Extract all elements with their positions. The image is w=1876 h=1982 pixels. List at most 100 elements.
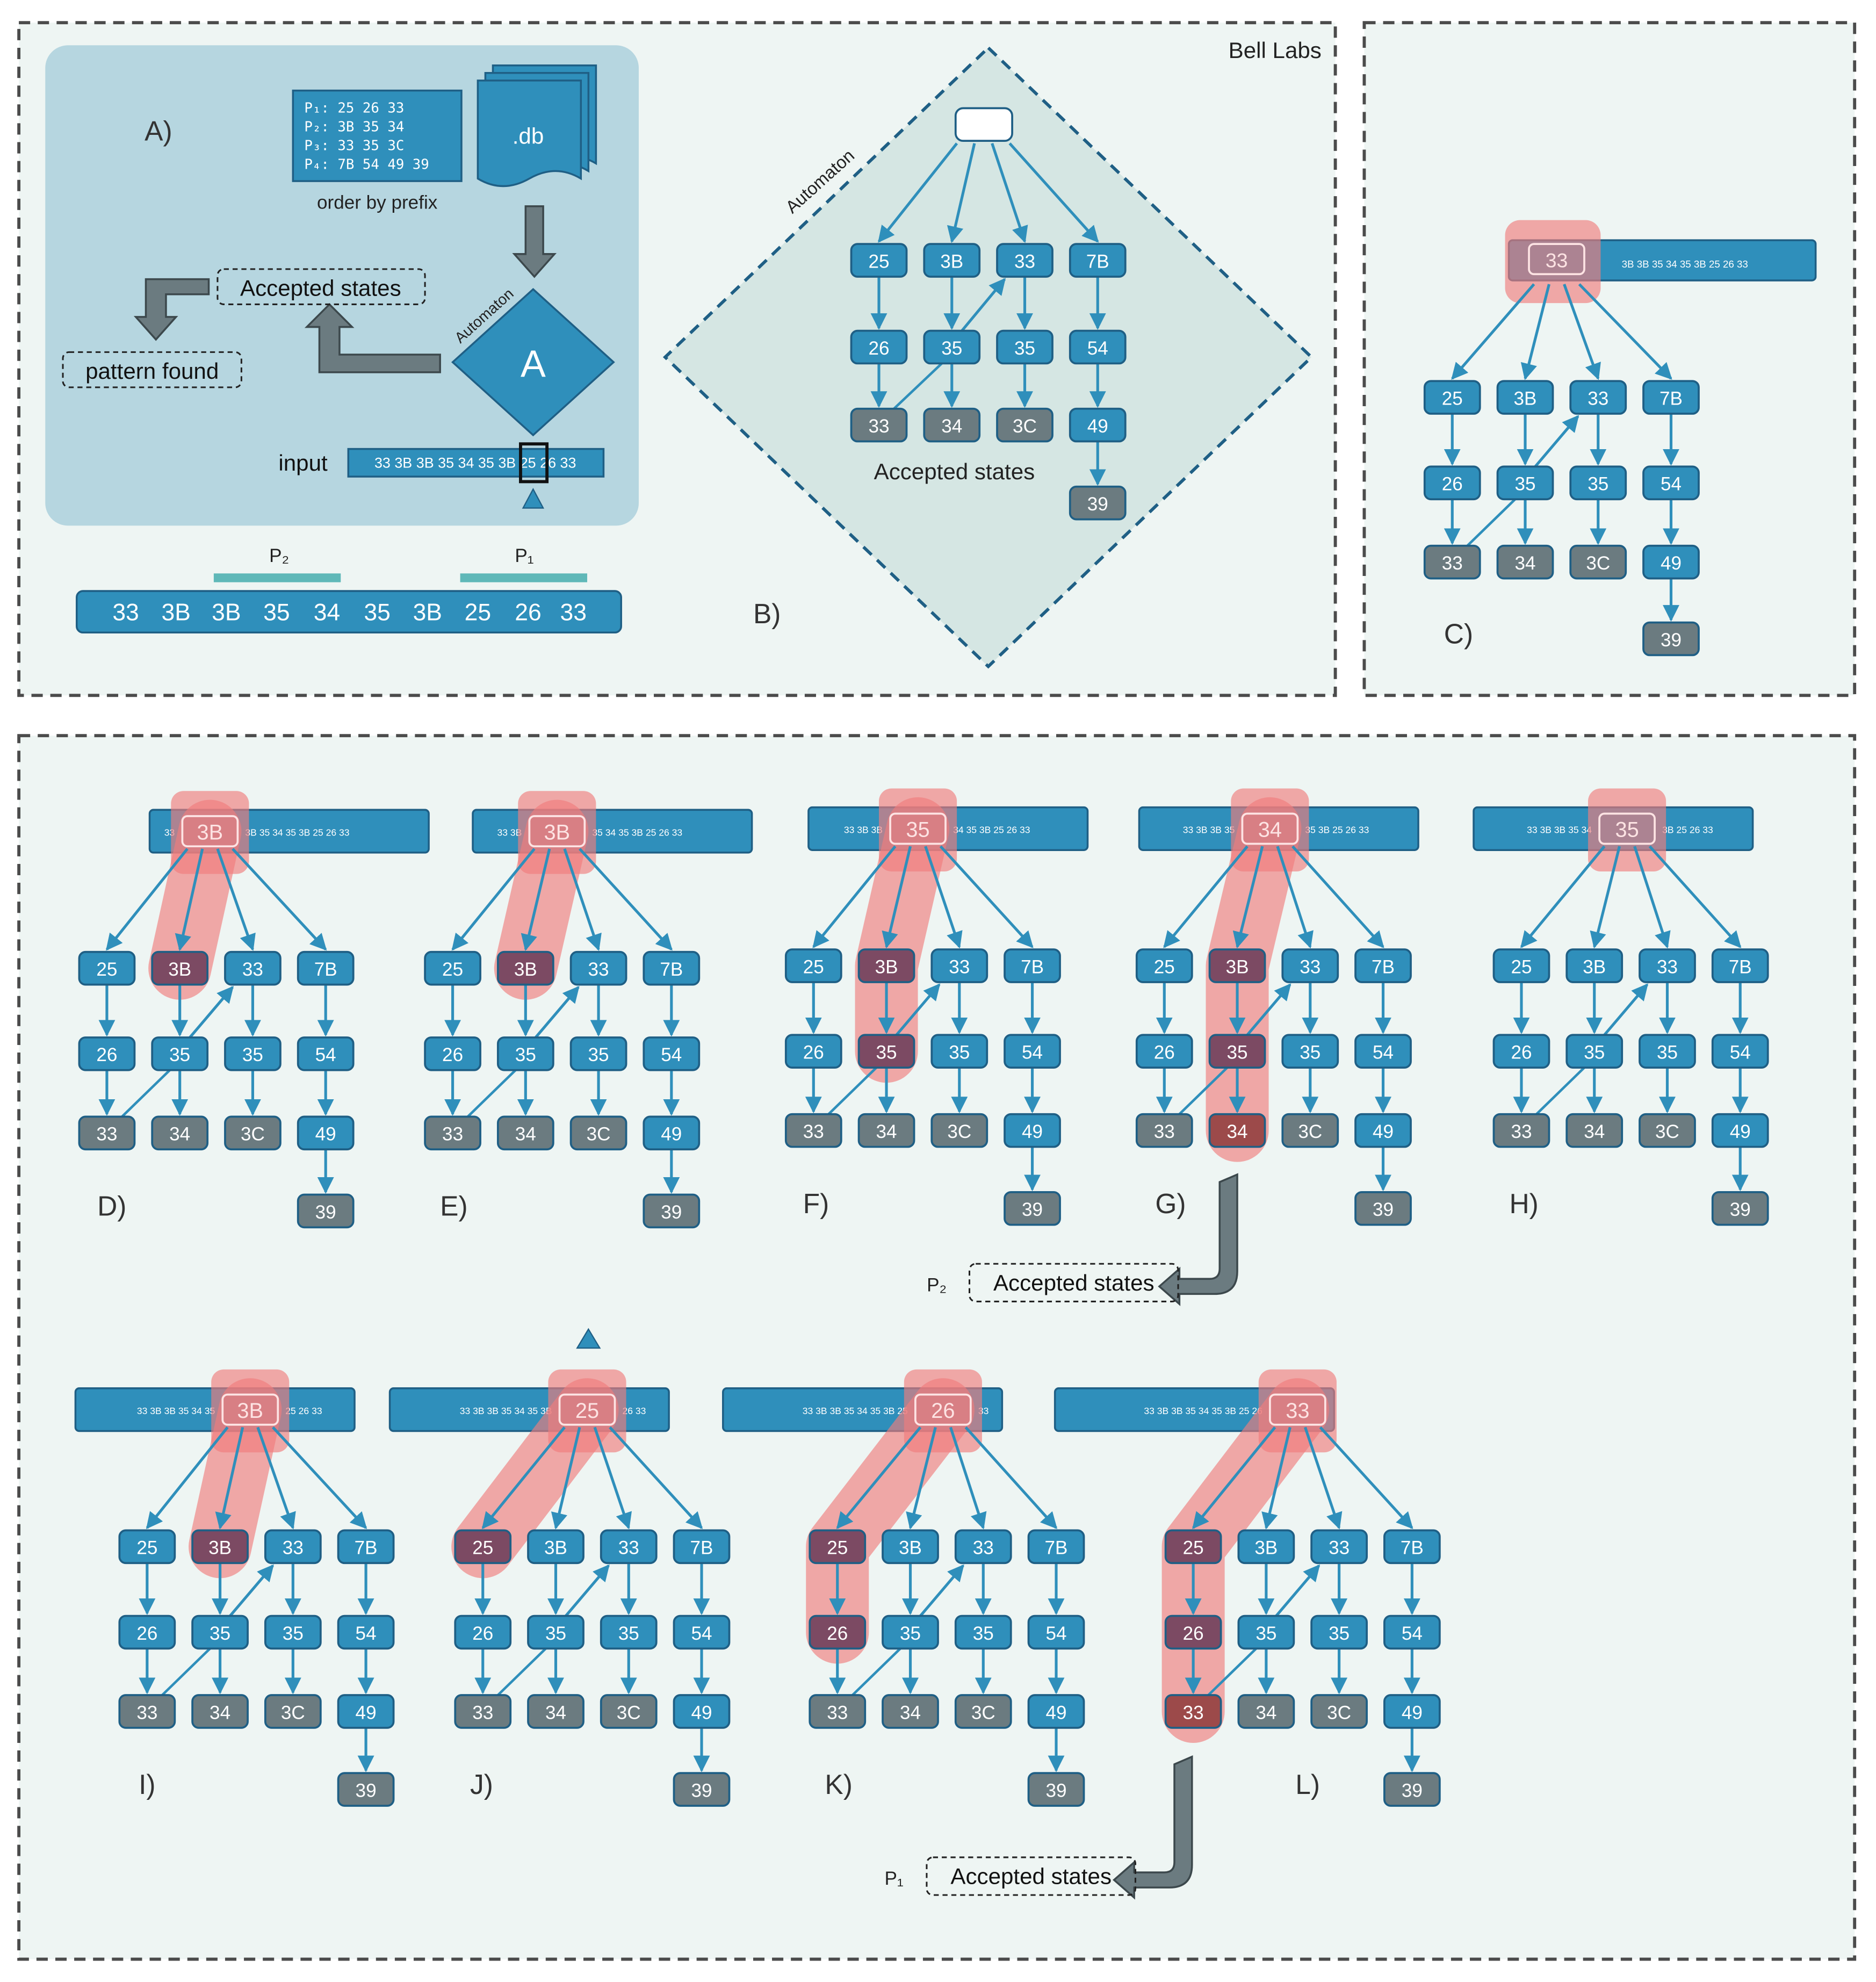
node-3C-r3: 3C (600, 1694, 658, 1729)
node-49-r3: 49 (673, 1694, 731, 1729)
step-G-current-token: 34 (1258, 818, 1282, 842)
node-3C-r3-box (1310, 1694, 1368, 1729)
node-7B-r1-box (1004, 948, 1061, 983)
node-26-r2: 26 (784, 1034, 842, 1069)
node-39-r4-label: 39 (1022, 1199, 1043, 1220)
node-34-r3-box (1565, 1113, 1624, 1148)
node-34-r3-box (191, 1694, 249, 1729)
node-26-r2: 26 (454, 1615, 512, 1650)
step-pointer (576, 1328, 601, 1349)
step-H-token-highlight (1588, 788, 1666, 871)
node-33-r1: 33 (224, 950, 282, 986)
step-J-current-box (558, 1393, 616, 1426)
node-26-r2-box (424, 1036, 481, 1071)
node-35-r2-box (1281, 1034, 1339, 1069)
node-33-r3-box (1164, 1694, 1222, 1729)
node-7B-r1: 7B (1069, 243, 1127, 278)
node-39-r4: 39 (1711, 1191, 1769, 1226)
input-cursor-box (519, 442, 549, 484)
node-39-r4: 39 (297, 1193, 355, 1229)
node-33-r3-box (1492, 1113, 1550, 1148)
node-54-r2-box (1354, 1034, 1412, 1069)
node-7B-r1: 7B (1642, 380, 1700, 415)
node-54-r2: 54 (1354, 1034, 1412, 1069)
node-26-r2-label: 26 (868, 338, 889, 359)
node-35-r2: 35 (1208, 1034, 1266, 1069)
node-26-r2-box (454, 1615, 512, 1650)
node-33-r3-label: 33 (1154, 1121, 1175, 1142)
node-34-r3-label: 34 (1514, 553, 1535, 574)
edge-root-33 (1563, 284, 1601, 380)
node-34-r3-label: 34 (1256, 1702, 1276, 1723)
node-33-r1-label: 33 (1014, 251, 1035, 272)
down-arrow (512, 205, 557, 278)
node-34-r3: 34 (191, 1694, 249, 1729)
node-39-r4-label: 39 (315, 1202, 336, 1223)
node-33-r3-box (118, 1694, 176, 1729)
step-J-right-tokens: 26 33 (623, 1406, 646, 1416)
node-54-r2-label: 54 (1402, 1623, 1423, 1644)
node-33-r3: 33 (809, 1694, 867, 1729)
node-49-r3-label: 49 (661, 1124, 682, 1145)
node-35-r2-label: 35 (1300, 1042, 1321, 1063)
node-39-r4-box (1027, 1772, 1085, 1807)
node-33-r3-label: 33 (827, 1702, 848, 1723)
node-35-r2-label: 35 (973, 1623, 994, 1644)
edge-root-25 (1163, 845, 1249, 948)
node-3B-r1-box (882, 1529, 939, 1565)
node-34-r3-label: 34 (169, 1124, 190, 1145)
node-33-r1: 33 (600, 1529, 658, 1565)
step-G-letter: G) (1155, 1188, 1186, 1219)
node-49-r3-box (643, 1115, 701, 1151)
node-26-r2-box (78, 1036, 136, 1071)
node-3B-r1: 3B (882, 1529, 939, 1565)
node-3C-r3-label: 3C (241, 1124, 265, 1145)
node-3C-r3-label: 3C (947, 1121, 971, 1142)
failure-link-b (1246, 983, 1291, 1036)
node-3C-r3: 3C (224, 1115, 282, 1151)
node-49-r3: 49 (337, 1694, 395, 1729)
step-E-letter: E) (440, 1191, 467, 1222)
node-34-r3: 34 (1565, 1113, 1624, 1148)
node-35-r2-label: 35 (515, 1044, 536, 1065)
node-26-r2-box (1423, 465, 1481, 501)
node-54-r2-label: 54 (1045, 1623, 1066, 1644)
failure-link-b (895, 983, 941, 1036)
node-33-r1-label: 33 (973, 1538, 994, 1559)
node-25-r1-label: 25 (1442, 388, 1463, 409)
panel-c-current-token: 33 (1546, 249, 1568, 272)
node-39-r4-box (1642, 621, 1700, 657)
node-26-r2-label: 26 (136, 1623, 157, 1644)
node-3C-r3-box (224, 1115, 282, 1151)
edge-root-25 (1192, 1426, 1276, 1530)
node-25-r1-label: 25 (803, 956, 824, 977)
node-26-r2-box (850, 329, 908, 365)
node-25-r1: 25 (1135, 948, 1193, 983)
edge-root-33 (1303, 1426, 1343, 1530)
node-7B-r1: 7B (1383, 1529, 1441, 1565)
node-3B-r1-label: 3B (208, 1538, 232, 1559)
panel-c-letter: C) (1444, 618, 1473, 650)
big-input-token-1: 3B (161, 599, 190, 625)
node-49-r3-box (337, 1694, 395, 1729)
node-33-r3-label: 33 (1442, 553, 1463, 574)
node-54-r2-box (1069, 329, 1127, 365)
automaton-letter: A (521, 342, 546, 385)
panel-c-current-box (1528, 243, 1585, 276)
node-25-r1-label: 25 (868, 251, 889, 272)
node-54-r2-label: 54 (691, 1623, 712, 1644)
node-49-r3-label: 49 (356, 1702, 377, 1723)
node-33-r3-label: 33 (472, 1702, 493, 1723)
node-7B-r1-box (673, 1529, 731, 1565)
edge-root-33 (1276, 846, 1314, 949)
node-35-r2: 35 (1281, 1034, 1339, 1069)
step-E-current-token: 3B (544, 820, 571, 844)
node-54-r2-label: 54 (1373, 1042, 1394, 1063)
node-33-r1-label: 33 (1300, 956, 1321, 977)
node-35-r2-box (1496, 465, 1554, 501)
node-33-r3-label: 33 (96, 1124, 117, 1145)
